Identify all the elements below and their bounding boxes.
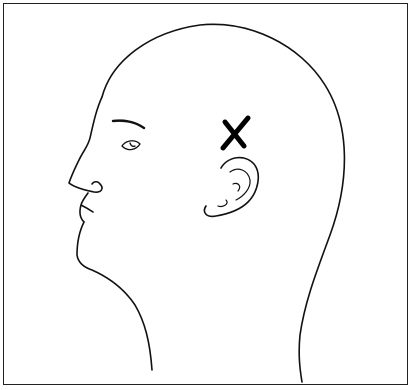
ear-outline bbox=[204, 158, 258, 217]
eye bbox=[122, 141, 140, 150]
head-outline bbox=[102, 24, 344, 382]
eyebrow bbox=[113, 121, 144, 128]
mouth-outline bbox=[80, 193, 93, 222]
nose-outline bbox=[69, 158, 102, 192]
forehead-line bbox=[80, 97, 102, 158]
ear-inner bbox=[218, 169, 250, 206]
chin-outline bbox=[77, 222, 152, 370]
x-marker bbox=[223, 118, 248, 148]
